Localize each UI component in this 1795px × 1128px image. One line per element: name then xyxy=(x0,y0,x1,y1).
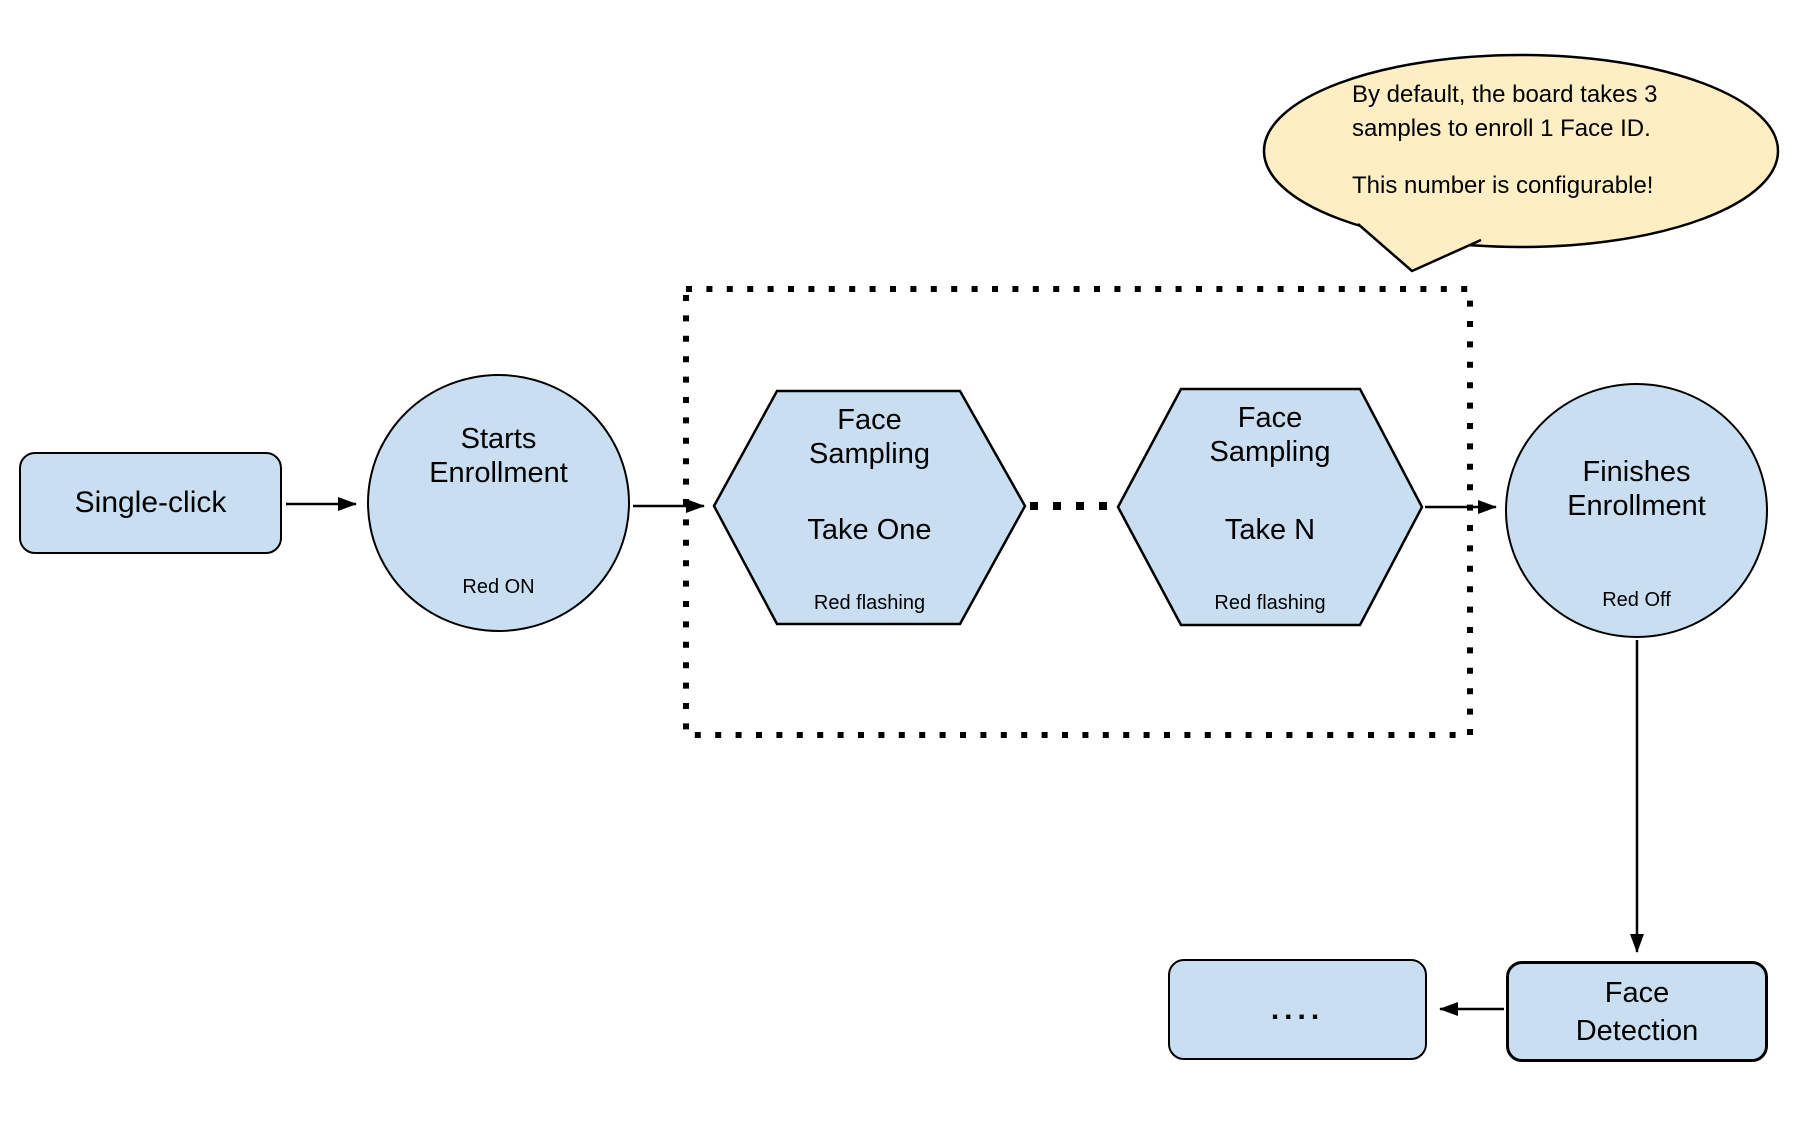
face-sampling-last-labels: Face Sampling Take N Red flashing xyxy=(1118,389,1422,625)
face-sampling-last-title: Face Sampling xyxy=(1209,402,1331,468)
continuation-node: .... xyxy=(1168,959,1427,1060)
face-sampling-last-status: Red flashing xyxy=(1214,592,1326,614)
face-sampling-first-status: Red flashing xyxy=(813,592,926,614)
callout-text: By default, the board takes 3 samples to… xyxy=(1352,78,1697,203)
finishes-enrollment-status: Red Off xyxy=(1602,589,1671,611)
face-detection-label: Face Detection xyxy=(1575,976,1699,1047)
face-detection-node: Face Detection xyxy=(1506,961,1768,1062)
finishes-enrollment-node: Finishes Enrollment Red Off xyxy=(1505,383,1768,638)
single-click-label: Single-click xyxy=(74,486,227,519)
callout-paragraph-1: By default, the board takes 3 samples to… xyxy=(1352,81,1658,142)
starts-enrollment-title: Starts Enrollment xyxy=(429,423,568,489)
finishes-enrollment-title: Finishes Enrollment xyxy=(1567,456,1706,522)
continuation-label: .... xyxy=(1270,992,1325,1026)
face-sampling-first-labels: Face Sampling Take One Red flashing xyxy=(714,391,1025,624)
starts-enrollment-node: Starts Enrollment Red ON xyxy=(367,374,630,632)
single-click-node: Single-click xyxy=(19,452,282,554)
callout-bubble-tail xyxy=(1357,223,1482,273)
starts-enrollment-status: Red ON xyxy=(462,576,535,598)
face-sampling-first-take-label: Take One xyxy=(807,514,932,546)
face-sampling-last-take-label: Take N xyxy=(1224,514,1316,546)
face-sampling-first-title: Face Sampling xyxy=(809,404,930,470)
callout-paragraph-2: This number is configurable! xyxy=(1352,172,1654,199)
